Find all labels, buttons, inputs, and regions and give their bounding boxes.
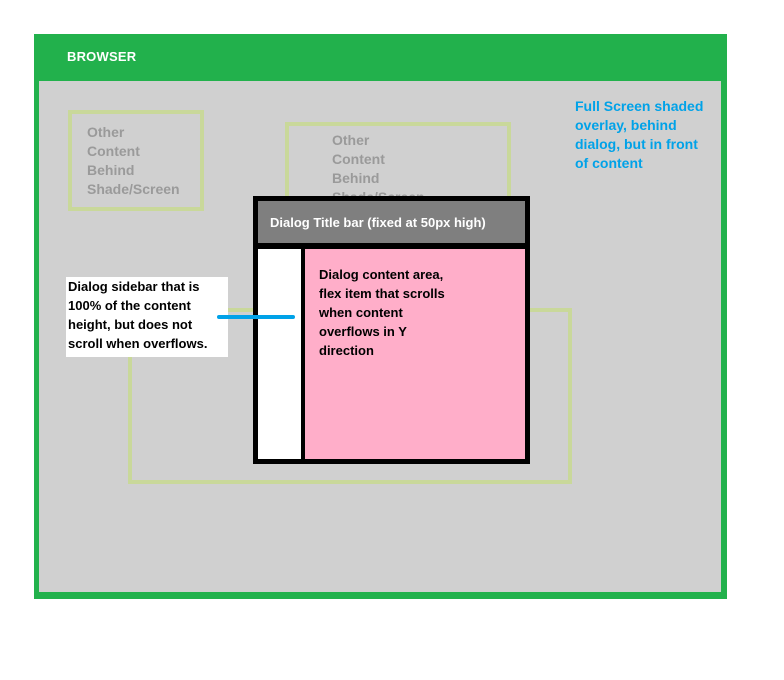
dialog-content-area: Dialog content area, flex item that scro… [305,249,525,459]
overlay-label: Full Screen shaded overlay, behind dialo… [575,98,704,171]
dialog: Dialog Title bar (fixed at 50px high) Di… [253,196,530,464]
dialog-sidebar [258,249,301,459]
browser-title: BROWSER [67,49,137,64]
dialog-title-bar: Dialog Title bar (fixed at 50px high) [258,201,525,243]
background-content-text-1: Other Content Behind Shade/Screen [87,124,180,197]
dialog-title: Dialog Title bar (fixed at 50px high) [270,215,486,230]
background-content-box-1 [68,110,204,211]
callout-connector-line [217,315,295,319]
dialog-content-text: Dialog content area, flex item that scro… [319,267,445,358]
sidebar-callout: Dialog sidebar that is 100% of the conte… [66,277,228,357]
